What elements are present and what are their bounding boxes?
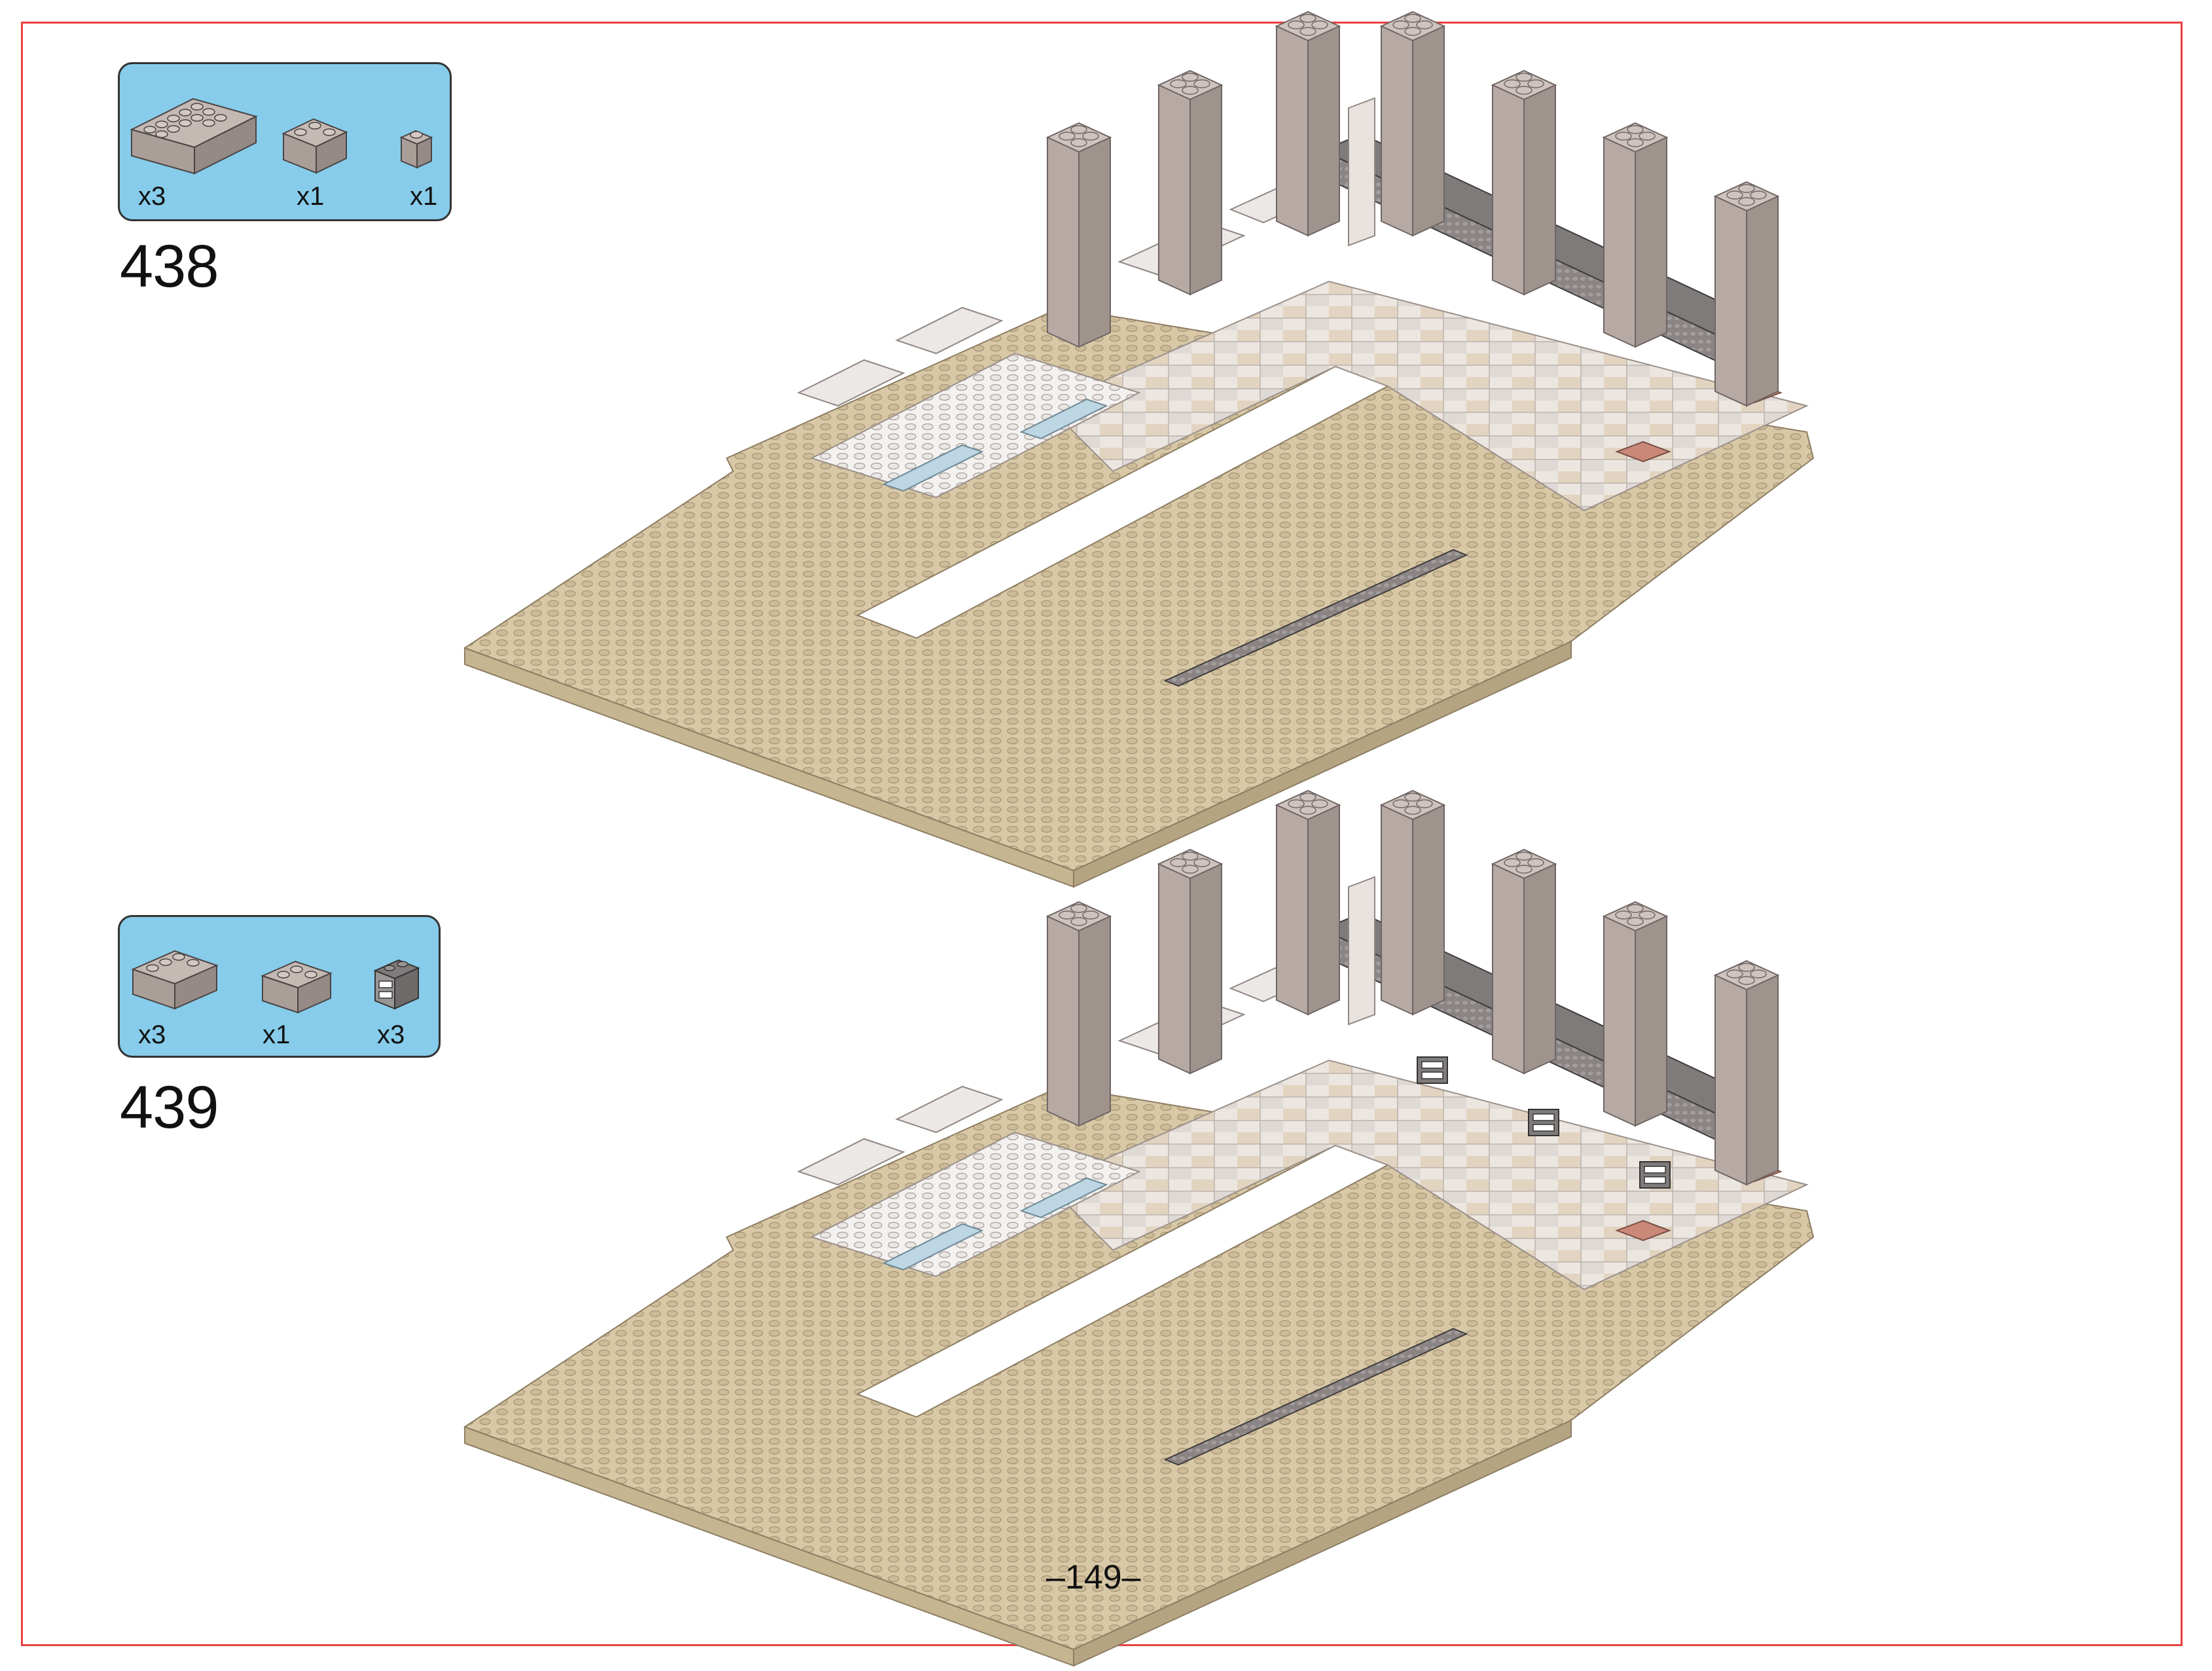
part-qty: x3 xyxy=(377,1020,405,1049)
part-qty: x1 xyxy=(297,182,325,211)
brick-1x3-light-gray-icon xyxy=(261,960,333,1014)
corner-brick-2x2-light-gray-icon xyxy=(281,118,348,174)
step-438-assembly xyxy=(465,12,1813,887)
drawer-brick-added-icon xyxy=(1639,1161,1671,1189)
drawer-brick-added-icon xyxy=(1528,1109,1559,1136)
part-qty: x1 xyxy=(263,1020,291,1049)
step-number: 438 xyxy=(120,233,219,300)
step-439-assembly xyxy=(465,791,1813,1666)
brick-1x4-light-gray-icon xyxy=(131,950,219,1010)
part-qty: x3 xyxy=(138,1020,166,1049)
step-number: 439 xyxy=(120,1074,219,1141)
page-number: –149– xyxy=(1046,1558,1141,1596)
brick-1x1-light-gray-icon xyxy=(399,130,433,169)
drawer-brick-added-icon xyxy=(1417,1056,1448,1084)
drawer-brick-dark-gray-icon xyxy=(373,959,420,1010)
brick-1x6-light-gray-icon xyxy=(130,98,258,175)
part-qty: x1 xyxy=(410,182,438,211)
parts-callout-step-439: x3 x1 x3 xyxy=(118,915,441,1058)
parts-callout-step-438: x3 x1 x1 xyxy=(118,62,452,221)
part-qty: x3 xyxy=(138,182,166,211)
